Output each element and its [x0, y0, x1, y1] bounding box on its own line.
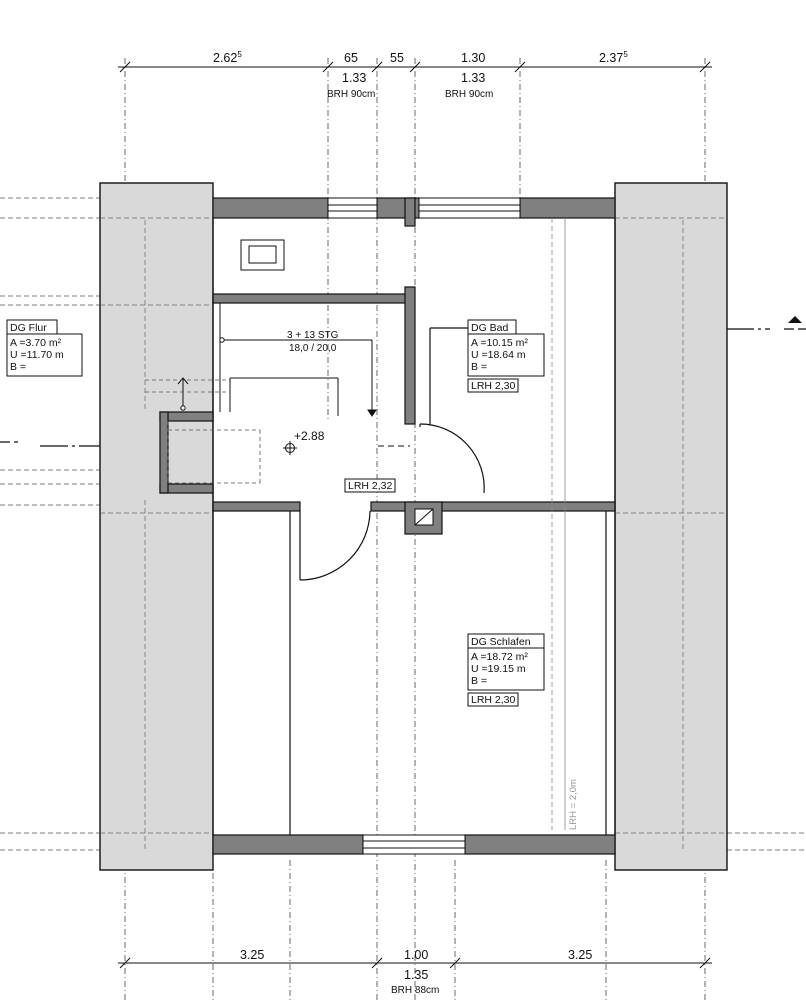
stair-count: 3 + 13 STG [287, 330, 339, 341]
walls [159, 197, 616, 855]
skylight [240, 239, 285, 271]
section-marker-icon [788, 316, 802, 323]
dim-top-1: 2.625 [213, 50, 242, 65]
windows [327, 197, 521, 855]
room-stamp-bad: DG Bad A =10.15 m² U =18.64 m B = LRH 2,… [467, 319, 545, 393]
room-bad-lrh: LRH 2,30 [471, 380, 516, 392]
dim-top-5: 2.375 [599, 50, 628, 65]
lrh-vertical-label: LRH = 2,0m [568, 779, 579, 830]
door-bad [419, 423, 485, 494]
stair [177, 303, 377, 417]
dim-top-2: 65 [344, 51, 358, 65]
stair-ratio: 18,0 / 20,0 [289, 343, 337, 354]
room-flur-perimeter: U =11.70 m [10, 349, 64, 361]
lrh-hall-label: LRH 2,32 [348, 480, 393, 492]
dim-top-4-note: BRH 90cm [445, 89, 493, 100]
dim-bottom-3: 3.25 [568, 948, 592, 962]
dim-top-4: 1.30 [461, 51, 485, 65]
horizontal-dashed-lines [0, 197, 806, 851]
partition-lines [212, 218, 616, 835]
stair-dashed-runs [145, 379, 261, 484]
elevation-label: +2.88 [294, 429, 325, 443]
roof-left [99, 182, 214, 871]
dim-bottom-2-sub: 1.35 [404, 968, 428, 982]
lrh-line [551, 218, 566, 830]
roof-inner-dashes [100, 217, 727, 850]
chimney [404, 501, 443, 535]
dim-top-4-sub: 1.33 [461, 71, 485, 85]
room-bad-b: B = [471, 361, 487, 373]
room-bad-perimeter: U =18.64 m [471, 349, 526, 361]
room-stamp-flur: DG Flur A =3.70 m² U =11.70 m B = [6, 319, 83, 377]
room-schlafen-lrh: LRH 2,30 [471, 694, 516, 706]
dim-bottom-2-note: BRH 88cm [391, 985, 439, 996]
bottom-dimension-chain [118, 957, 712, 969]
room-schlafen-b: B = [471, 675, 487, 687]
room-schlafen-area: A =18.72 m² [471, 651, 528, 663]
room-stamp-schlafen: DG Schlafen A =18.72 m² U =19.15 m B = L… [467, 633, 545, 707]
dim-bottom-2: 1.00 [404, 948, 428, 962]
room-schlafen-name: DG Schlafen [471, 636, 531, 648]
room-flur-name: DG Flur [10, 322, 47, 334]
top-dimension-chain [118, 61, 712, 73]
dim-top-2-sub: 1.33 [342, 71, 366, 85]
room-bad-name: DG Bad [471, 322, 509, 334]
room-flur-area: A =3.70 m² [10, 337, 62, 349]
room-flur-b: B = [10, 361, 26, 373]
elevation-marker [283, 441, 297, 455]
room-bad-area: A =10.15 m² [471, 337, 528, 349]
dim-top-3: 55 [390, 51, 404, 65]
door-schlafen [299, 510, 371, 581]
lrh-hall-box [344, 478, 396, 493]
roof-right [614, 182, 728, 871]
dim-bottom-1: 3.25 [240, 948, 264, 962]
dim-top-2-note: BRH 90cm [327, 89, 375, 100]
room-schlafen-perimeter: U =19.15 m [471, 663, 526, 675]
